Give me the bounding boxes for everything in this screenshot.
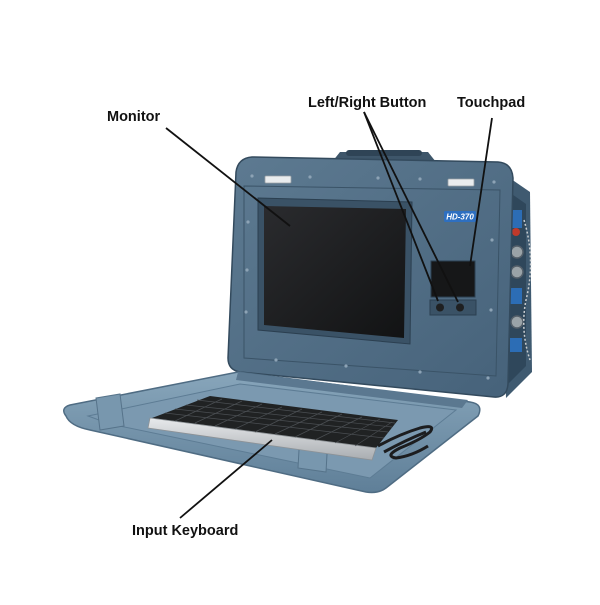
connector-round — [510, 315, 524, 329]
model-badge: HD-370 — [444, 211, 476, 222]
right-button — [456, 303, 464, 312]
monitor-label: Monitor — [107, 109, 161, 125]
keyboard-keys — [164, 398, 396, 447]
input-keyboard-label: Input Keyboard — [132, 523, 239, 539]
monitor-leader-line — [165, 127, 291, 227]
connector-red — [512, 228, 520, 236]
latch-clip — [264, 175, 292, 184]
connector-blue — [510, 338, 522, 352]
touchpad-label: Touchpad — [457, 95, 526, 111]
connector-round — [510, 265, 524, 279]
left-button-leader-line — [363, 111, 439, 302]
keyboard-front-bar — [147, 417, 377, 461]
monitor-screen — [264, 206, 406, 338]
keyboard-leader-line — [179, 439, 273, 519]
model-label: HD-370 — [446, 213, 474, 222]
connector-round — [510, 245, 524, 259]
right-button-leader-line — [363, 111, 459, 303]
keyboard-cable — [377, 425, 434, 460]
left-right-buttons — [429, 299, 477, 316]
left-button — [436, 303, 444, 312]
connector-blue — [510, 288, 522, 304]
tray-latch — [95, 393, 125, 431]
callout-lines — [165, 111, 493, 519]
connector-blue — [510, 210, 522, 228]
latch-clip — [447, 178, 475, 187]
left-right-button-label: Left/Right Button — [308, 95, 427, 111]
touchpad-leader-line — [469, 117, 493, 267]
connector-chain — [523, 219, 532, 361]
input-keyboard — [147, 396, 398, 461]
screws — [244, 174, 496, 380]
monitor — [257, 197, 413, 345]
